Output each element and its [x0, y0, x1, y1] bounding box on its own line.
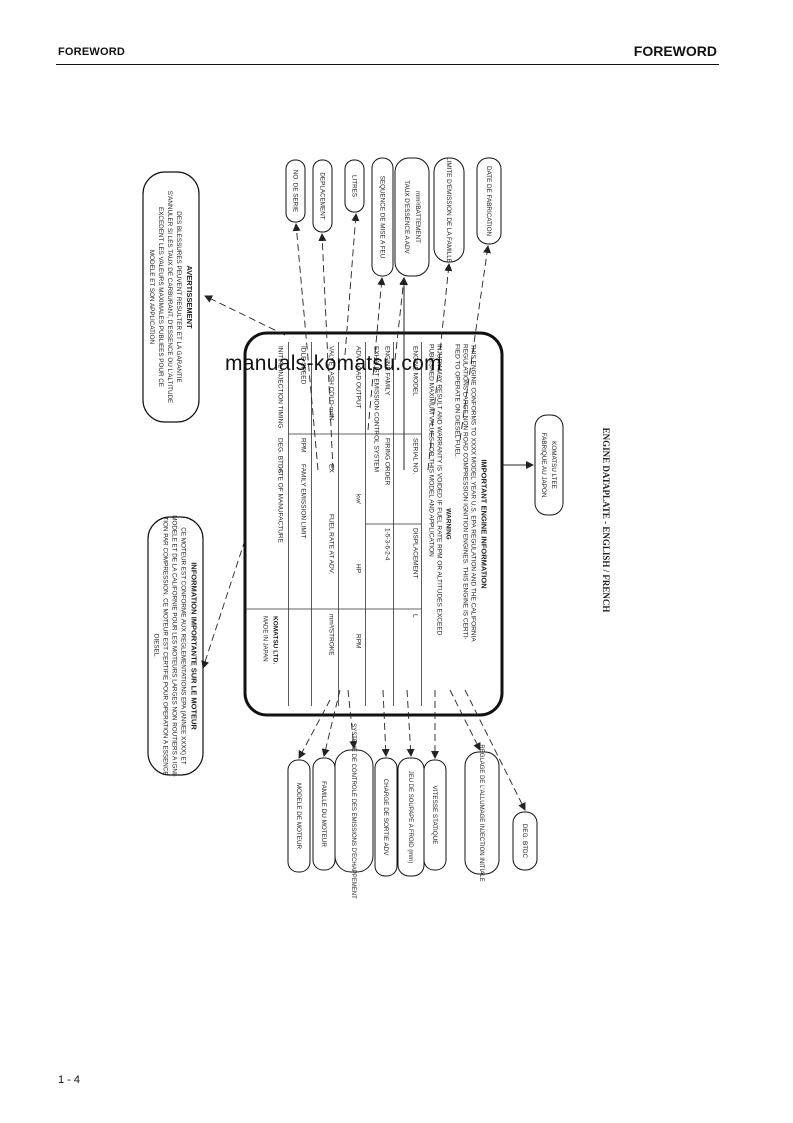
field-valve-lash: VALVE LASH COLD-mm: [328, 346, 335, 418]
french-info-line-3: TION PAR COMPRESSION. CE MOTEUR EST CERT…: [162, 516, 169, 775]
solid-arrows: [400, 277, 534, 470]
field-kw: kw/: [355, 494, 362, 504]
watermark: manuals-komatsu.com: [225, 352, 442, 375]
tag-charge-sortie-adv: CHARGE DE SORTIE ADV: [382, 779, 389, 857]
field-maker: KOMATSU LTD.: [272, 616, 279, 664]
tag-reglage-allumage: REGLAGE DE L'ALLUMAGE INJECTION INITIALE: [478, 744, 484, 881]
field-idle-speed: IDLE SPEED: [300, 346, 307, 385]
dataplate-outline: [243, 331, 504, 717]
dataplate-content: IMPORTANT ENGINE INFORMATION THIS ENGINE…: [245, 342, 489, 706]
tag-no-de-serie: NO. DE SERIE: [292, 170, 299, 212]
field-engine-family: ENGINE FAMILY: [384, 346, 391, 396]
plate-warning-1: INJURY MAY RESULT AND WARRANTY IS VOIDED…: [436, 344, 443, 636]
plate-intro-1: THIS ENGINE CONFORMS TO XXXX MODEL YEAR …: [470, 344, 477, 642]
maker-tag-line-2: FABRIQUE AU JAPON: [540, 433, 547, 498]
plate-intro-3: FIED TO OPERATE ON DIESEL FUEL.: [454, 344, 461, 458]
french-info-balloon: [147, 516, 204, 776]
tag-date-fabrication: DATE DE FABRICATION: [485, 166, 492, 237]
field-initial-injection: INITIAL INJECTION TIMING: [277, 346, 284, 428]
leader-lines: [201, 213, 526, 811]
tag-sequence-mise-a-feu: SEQUENCE DE MISE A FEU: [379, 176, 386, 259]
avertissement-line-4: MODELE ET SON APPLICATION: [148, 250, 155, 345]
field-serial-no: SERIAL NO.: [412, 438, 419, 474]
french-info-line-4: DIESEL.: [153, 634, 160, 658]
field-fuel-rate: FUEL RATE AT ADV.: [328, 514, 335, 574]
field-in: IN: [328, 414, 335, 421]
plate-intro-2: REGULATIONS LARGE NON ROAD COMPRESSION I…: [462, 344, 469, 639]
tag-modele-moteur: MODELE DE MOTEUR: [295, 783, 302, 850]
header-right-title: FOREWORD: [633, 43, 717, 59]
avertissement-line-1: DES BLESSURES PEUVENT RESULTER ET LA GAR…: [175, 211, 182, 382]
tag-vitesse-statique: VITESSE STATIQUE: [431, 786, 438, 845]
figure-caption: ENGINE DATAPLATE - ENGLISH / FRENCH: [601, 428, 611, 613]
french-info-line-2: MODELE ET DE LA CALIFORNIE POUR LES MOTE…: [171, 515, 178, 777]
field-exhaust-emission: EXHAUST EMISSION CONTROL SYSTEM: [373, 346, 380, 472]
tag-systeme-controle: SYSTEME DE CONTROLE DES EMISSIONS D'ECHA…: [350, 723, 356, 899]
avertissement-line-3: EXCEDENT LES VALEURS MAXIMALES PUBLIEES …: [157, 207, 164, 387]
field-firing-order-value: 1-5-3-6-2-4: [384, 528, 391, 561]
plate-warning-2: PUBLISHED MAXIMUM VALUES FOR THIS MODEL …: [428, 344, 435, 557]
page-number: 1 - 4: [58, 1074, 81, 1086]
header-left-title: FOREWORD: [58, 46, 125, 58]
field-adv-load-output: ADV. LOAD OUTPUT: [355, 346, 362, 409]
field-deg-btdc: DEG. BTDC: [277, 438, 284, 474]
french-info-text: INFORMATION IMPORTANTE SUR LE MOTEUR CE …: [153, 515, 199, 777]
field-hp: HP: [355, 564, 362, 573]
avertissement-text: AVERTISSEMENT DES BLESSURES PEUVENT RESU…: [148, 191, 194, 404]
tag-deg-btdc: DEG. BTDC: [521, 824, 528, 859]
tag-limite-emission: LIMITE D'EMISSION DE LA FAMILLE: [445, 157, 452, 263]
tag-taux-essence-adv: TAUX D'ESSENCE A ADV: [403, 180, 410, 254]
field-fuel-unit: mm³/STROKE: [328, 614, 335, 656]
field-firing-order: FIRING ORDER: [384, 438, 391, 486]
french-info-title: INFORMATION IMPORTANTE SUR LE MOTEUR: [190, 562, 199, 730]
plate-title: IMPORTANT ENGINE INFORMATION: [480, 459, 489, 588]
field-date-of-manufacture: DATE OF MANUFACTURE: [277, 464, 284, 544]
field-displacement: DISPLACEMENT: [412, 528, 419, 579]
field-displacement-unit: L: [412, 614, 419, 618]
tag-litres: LITRES: [351, 175, 358, 197]
field-family-emission-limit: FAMILY EMISSION LIMIT: [300, 464, 307, 539]
maker-tag-outline: [534, 414, 564, 516]
field-engine-model: ENGINE MODEL: [412, 346, 419, 396]
tag-famille-moteur: FAMILLE DU MOTEUR: [320, 781, 327, 847]
maker-tag-text: KOMATSU LTEE FABRIQUE AU JAPON: [540, 433, 557, 498]
plate-warning-title: WARNING: [445, 508, 452, 539]
bottom-tags: MODELE DE MOTEUR FAMILLE DU MOTEUR SYSTE…: [287, 723, 538, 899]
field-ex: EX: [328, 464, 335, 473]
field-made-in: MADE IN JAPAN: [262, 616, 268, 662]
tag-mm3-battement: mm³/BATTEMENT: [414, 191, 421, 243]
tag-deplacement: DEPLACEMENT: [319, 172, 326, 219]
tag-jeu-soupape: JEU DE SOUPAPE A FROID (mm): [407, 771, 413, 864]
field-rpm: RPM: [355, 634, 362, 648]
top-tags: NO. DE SERIE DEPLACEMENT LITRES SEQUENCE…: [285, 157, 502, 277]
avertissement-title: AVERTISSEMENT: [185, 265, 194, 329]
maker-tag-line-1: KOMATSU LTEE: [550, 441, 557, 489]
avertissement-balloon: [142, 171, 200, 423]
avertissement-line-2: S'ANNULER SI LES TAUX DE CARBURANT, D'ES…: [166, 191, 173, 404]
french-info-line-1: CE MOTEUR EST CONFORME AUX REGLEMENTATIO…: [180, 527, 187, 765]
field-idle-rpm: RPM: [300, 438, 307, 452]
header-rule: [56, 64, 719, 65]
